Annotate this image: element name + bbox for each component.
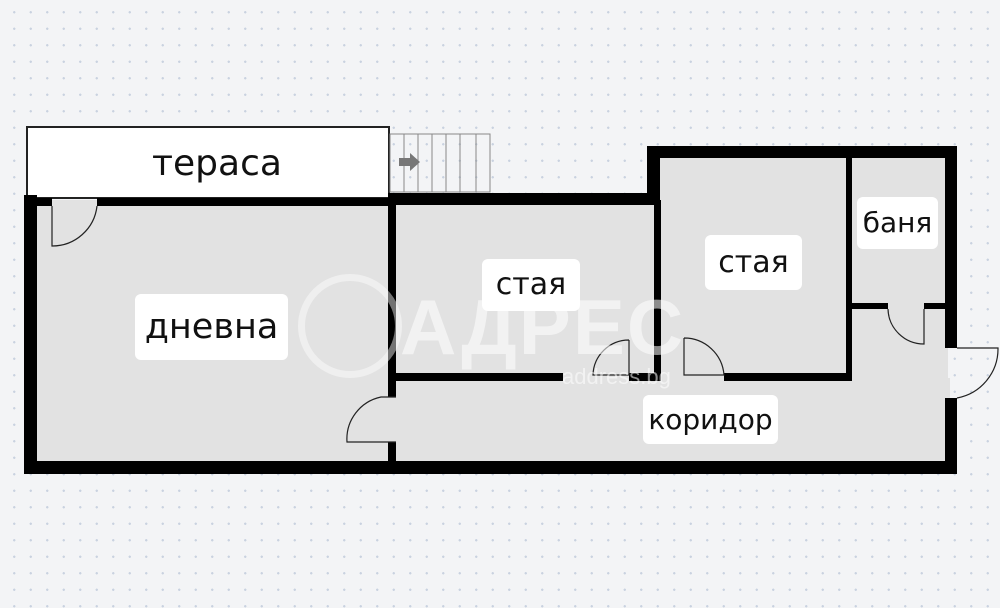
- terrace: [26, 126, 390, 199]
- floor-bath: [848, 152, 948, 378]
- doors: [51, 205, 999, 443]
- watermark-url: address.bg: [562, 364, 671, 389]
- stairs-arrow-icon: [399, 153, 420, 171]
- watermark-logo: [298, 274, 402, 378]
- label-room1: стая: [482, 259, 580, 311]
- label-terrace: тераса: [152, 143, 282, 184]
- label-living: дневна: [135, 294, 288, 360]
- stairs: [389, 133, 491, 193]
- label-corridor: коридор: [643, 395, 778, 444]
- walls: [24, 146, 957, 474]
- label-bath: баня: [857, 197, 938, 249]
- label-room2: стая: [705, 235, 802, 290]
